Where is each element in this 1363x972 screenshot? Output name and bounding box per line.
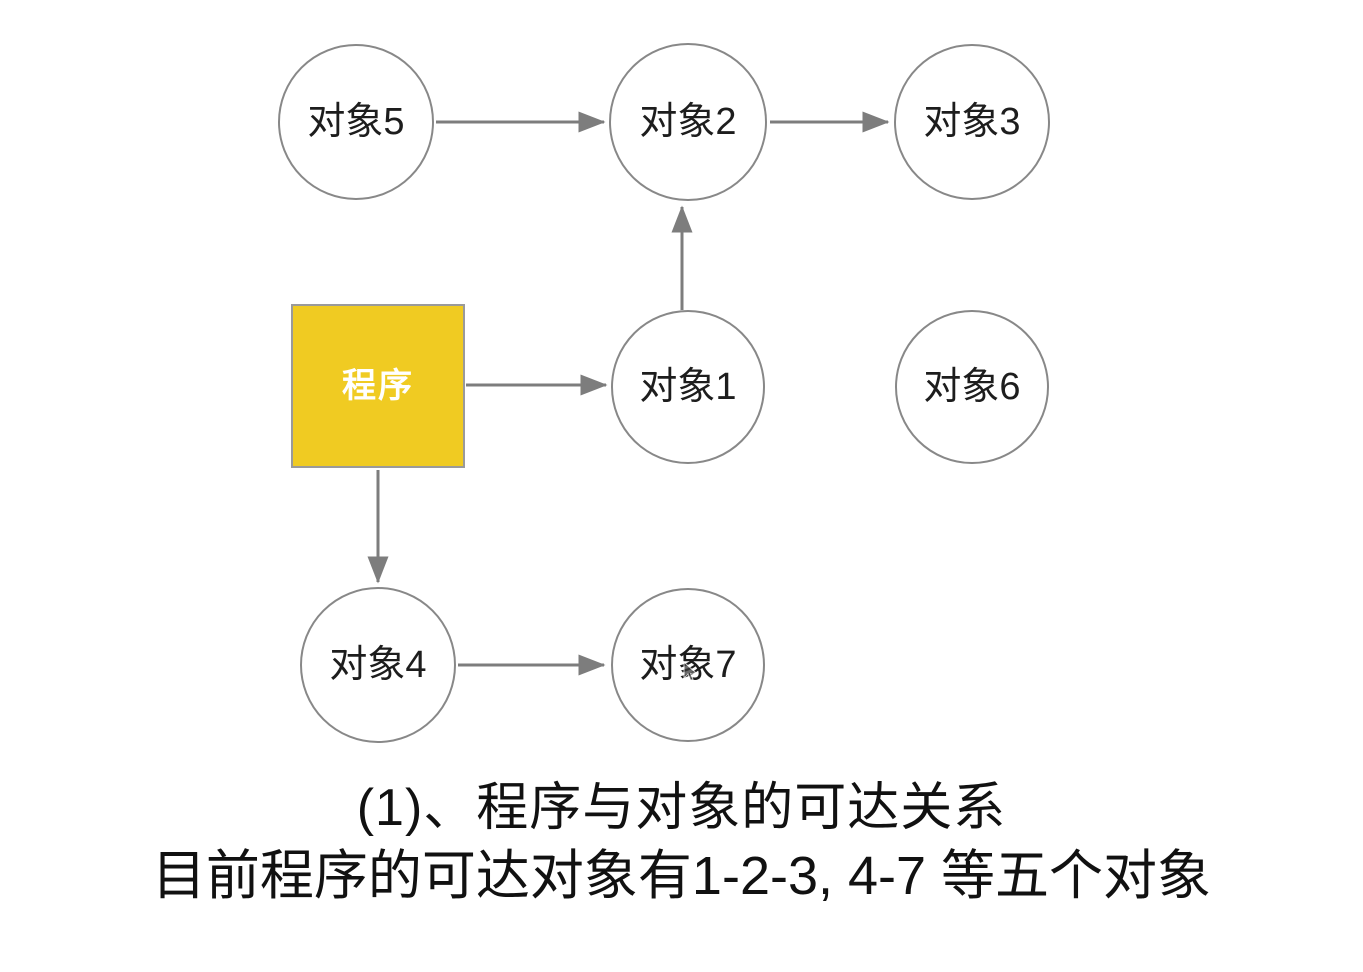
node-obj5-label: 对象5: [307, 101, 405, 143]
node-obj4[interactable]: 对象4: [300, 587, 456, 743]
node-program-label: 程序: [342, 367, 414, 405]
node-obj2-label: 对象2: [639, 101, 737, 143]
node-obj7[interactable]: 对象7: [611, 588, 765, 742]
caption-line-2: 目前程序的可达对象有1-2-3, 4-7 等五个对象: [151, 846, 1212, 907]
caption-line-1: (1)、程序与对象的可达关系: [356, 779, 1007, 837]
node-obj3-label: 对象3: [923, 101, 1021, 143]
node-obj1-label: 对象1: [639, 366, 737, 408]
node-obj5[interactable]: 对象5: [278, 44, 434, 200]
node-obj2[interactable]: 对象2: [609, 43, 767, 201]
node-obj6[interactable]: 对象6: [895, 310, 1049, 464]
node-program[interactable]: 程序: [291, 304, 465, 468]
node-obj4-label: 对象4: [329, 644, 427, 686]
caption-block: (1)、程序与对象的可达关系 目前程序的可达对象有1-2-3, 4-7 等五个对…: [0, 778, 1363, 909]
node-obj1[interactable]: 对象1: [611, 310, 765, 464]
mouse-cursor-icon: [683, 661, 698, 682]
node-obj3[interactable]: 对象3: [894, 44, 1050, 200]
node-obj6-label: 对象6: [923, 366, 1021, 408]
